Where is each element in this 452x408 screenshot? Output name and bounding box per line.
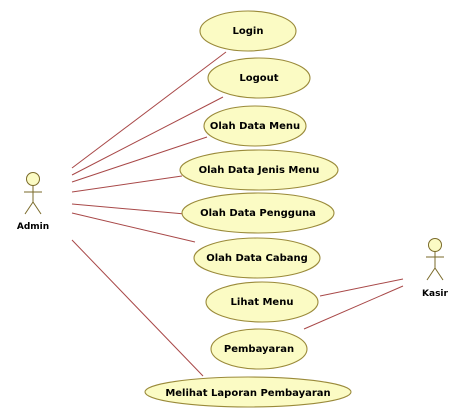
use-case-login-ellipse [199,10,297,52]
use-case-olah-data-menu-ellipse [203,105,307,147]
use-case-pembayaran-ellipse [210,328,308,370]
use-case-login[interactable]: Login [199,10,297,52]
assoc-admin-melihat-laporan [71,239,204,377]
use-case-olah-data-menu-label: Olah Data Menu [210,121,300,132]
use-case-olah-data-cabang-label: Olah Data Cabang [206,253,308,264]
use-case-logout[interactable]: Logout [207,57,311,99]
use-case-olah-data-cabang-ellipse [193,237,321,279]
assoc-admin-logout [71,96,224,176]
use-case-olah-data-pengguna-ellipse [181,192,335,234]
assoc-admin-olah-data-cabang [71,212,196,243]
use-case-pembayaran-label: Pembayaran [224,344,294,355]
assoc-admin-olah-data-jenis-menu [71,175,183,193]
use-case-melihat-laporan-pembayaran-label: Melihat Laporan Pembayaran [165,388,330,399]
assoc-kasir-pembayaran [303,285,404,330]
use-case-olah-data-cabang[interactable]: Olah Data Cabang [193,237,321,279]
admin-associations [71,51,227,377]
use-case-logout-label: Logout [239,73,278,84]
actor-kasir-label: Kasir [422,289,448,299]
use-case-lihat-menu-label: Lihat Menu [231,297,294,308]
use-case-melihat-laporan-pembayaran[interactable]: Melihat Laporan Pembayaran [144,376,352,408]
actor-kasir[interactable]: Kasir [422,238,449,300]
use-case-olah-data-pengguna[interactable]: Olah Data Pengguna [181,192,335,234]
actor-admin-left-leg [24,201,34,215]
use-case-pembayaran[interactable]: Pembayaran [210,328,308,370]
use-case-olah-data-jenis-menu-ellipse [179,149,339,191]
actor-admin[interactable]: Admin [17,172,49,233]
use-case-logout-ellipse [207,57,311,99]
actor-kasir-right-leg [434,267,444,281]
assoc-admin-olah-data-menu [71,136,208,183]
use-case-olah-data-menu[interactable]: Olah Data Menu [203,105,307,147]
assoc-admin-login [71,51,227,169]
kasir-associations [303,278,404,330]
use-case-olah-data-pengguna-label: Olah Data Pengguna [200,208,316,219]
use-case-lihat-menu-ellipse [205,281,319,323]
actor-admin-label: Admin [17,222,49,232]
use-case-olah-data-jenis-menu-label: Olah Data Jenis Menu [199,165,320,176]
actor-admin-right-leg [32,201,42,215]
actor-kasir-head [428,238,442,252]
actor-admin-head [26,172,40,186]
use-case-lihat-menu[interactable]: Lihat Menu [205,281,319,323]
assoc-admin-olah-data-pengguna [71,203,186,215]
use-case-login-label: Login [233,26,264,37]
use-case-melihat-laporan-pembayaran-ellipse [144,376,352,408]
use-case-olah-data-jenis-menu[interactable]: Olah Data Jenis Menu [179,149,339,191]
assoc-kasir-lihat-menu [319,278,404,297]
actor-kasir-left-leg [426,267,436,281]
